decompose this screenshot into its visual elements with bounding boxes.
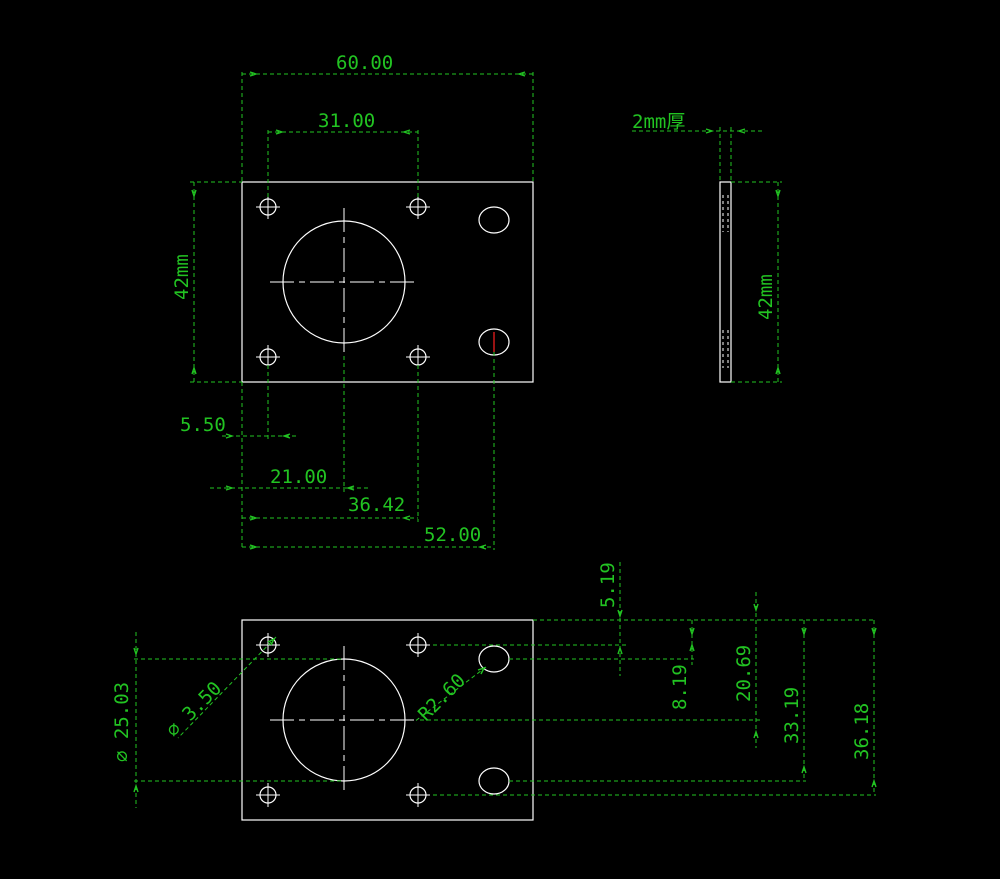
dim-bore-dia-25-03: ⌀ 25.03 (111, 682, 133, 762)
dim-20-69: 20.69 (733, 645, 755, 702)
plate-outline-top (241, 181, 534, 383)
side-view: 2mm厚 42mm (632, 111, 782, 383)
plate-outline-side (719, 181, 732, 383)
dim-height-42-side: 42mm (755, 274, 777, 320)
bottom-view: ⌀ 25.03 ⌀ 3.50 R2.60 5.19 8.19 20.69 33.… (111, 562, 877, 821)
dim-slot-x-52: 52.00 (424, 524, 481, 546)
dim-height-42-top: 42mm (171, 254, 193, 300)
dim-center-x-21: 21.00 (270, 466, 327, 488)
dim-small-hole-dia-3-50: ⌀ 3.50 (162, 677, 226, 741)
slot-lower-bottom (478, 767, 510, 795)
dim-33-19: 33.19 (781, 687, 803, 744)
dim-slot-radius-2-60: R2.60 (414, 670, 470, 726)
dim-8-19: 8.19 (669, 664, 691, 710)
dim-5-19: 5.19 (597, 562, 619, 608)
dim-thickness-2mm: 2mm厚 (632, 111, 685, 133)
dim-36-18: 36.18 (851, 703, 873, 760)
top-view: 60.00 31.00 42mm 5.50 21.00 36.42 5 (171, 52, 534, 550)
dim-width-60: 60.00 (336, 52, 393, 74)
slot-upper-top (478, 206, 510, 234)
dim-hole-x-36-42: 36.42 (348, 494, 405, 516)
dim-edge-offset-5-50: 5.50 (180, 414, 226, 436)
dim-hole-spacing-31: 31.00 (318, 110, 375, 132)
